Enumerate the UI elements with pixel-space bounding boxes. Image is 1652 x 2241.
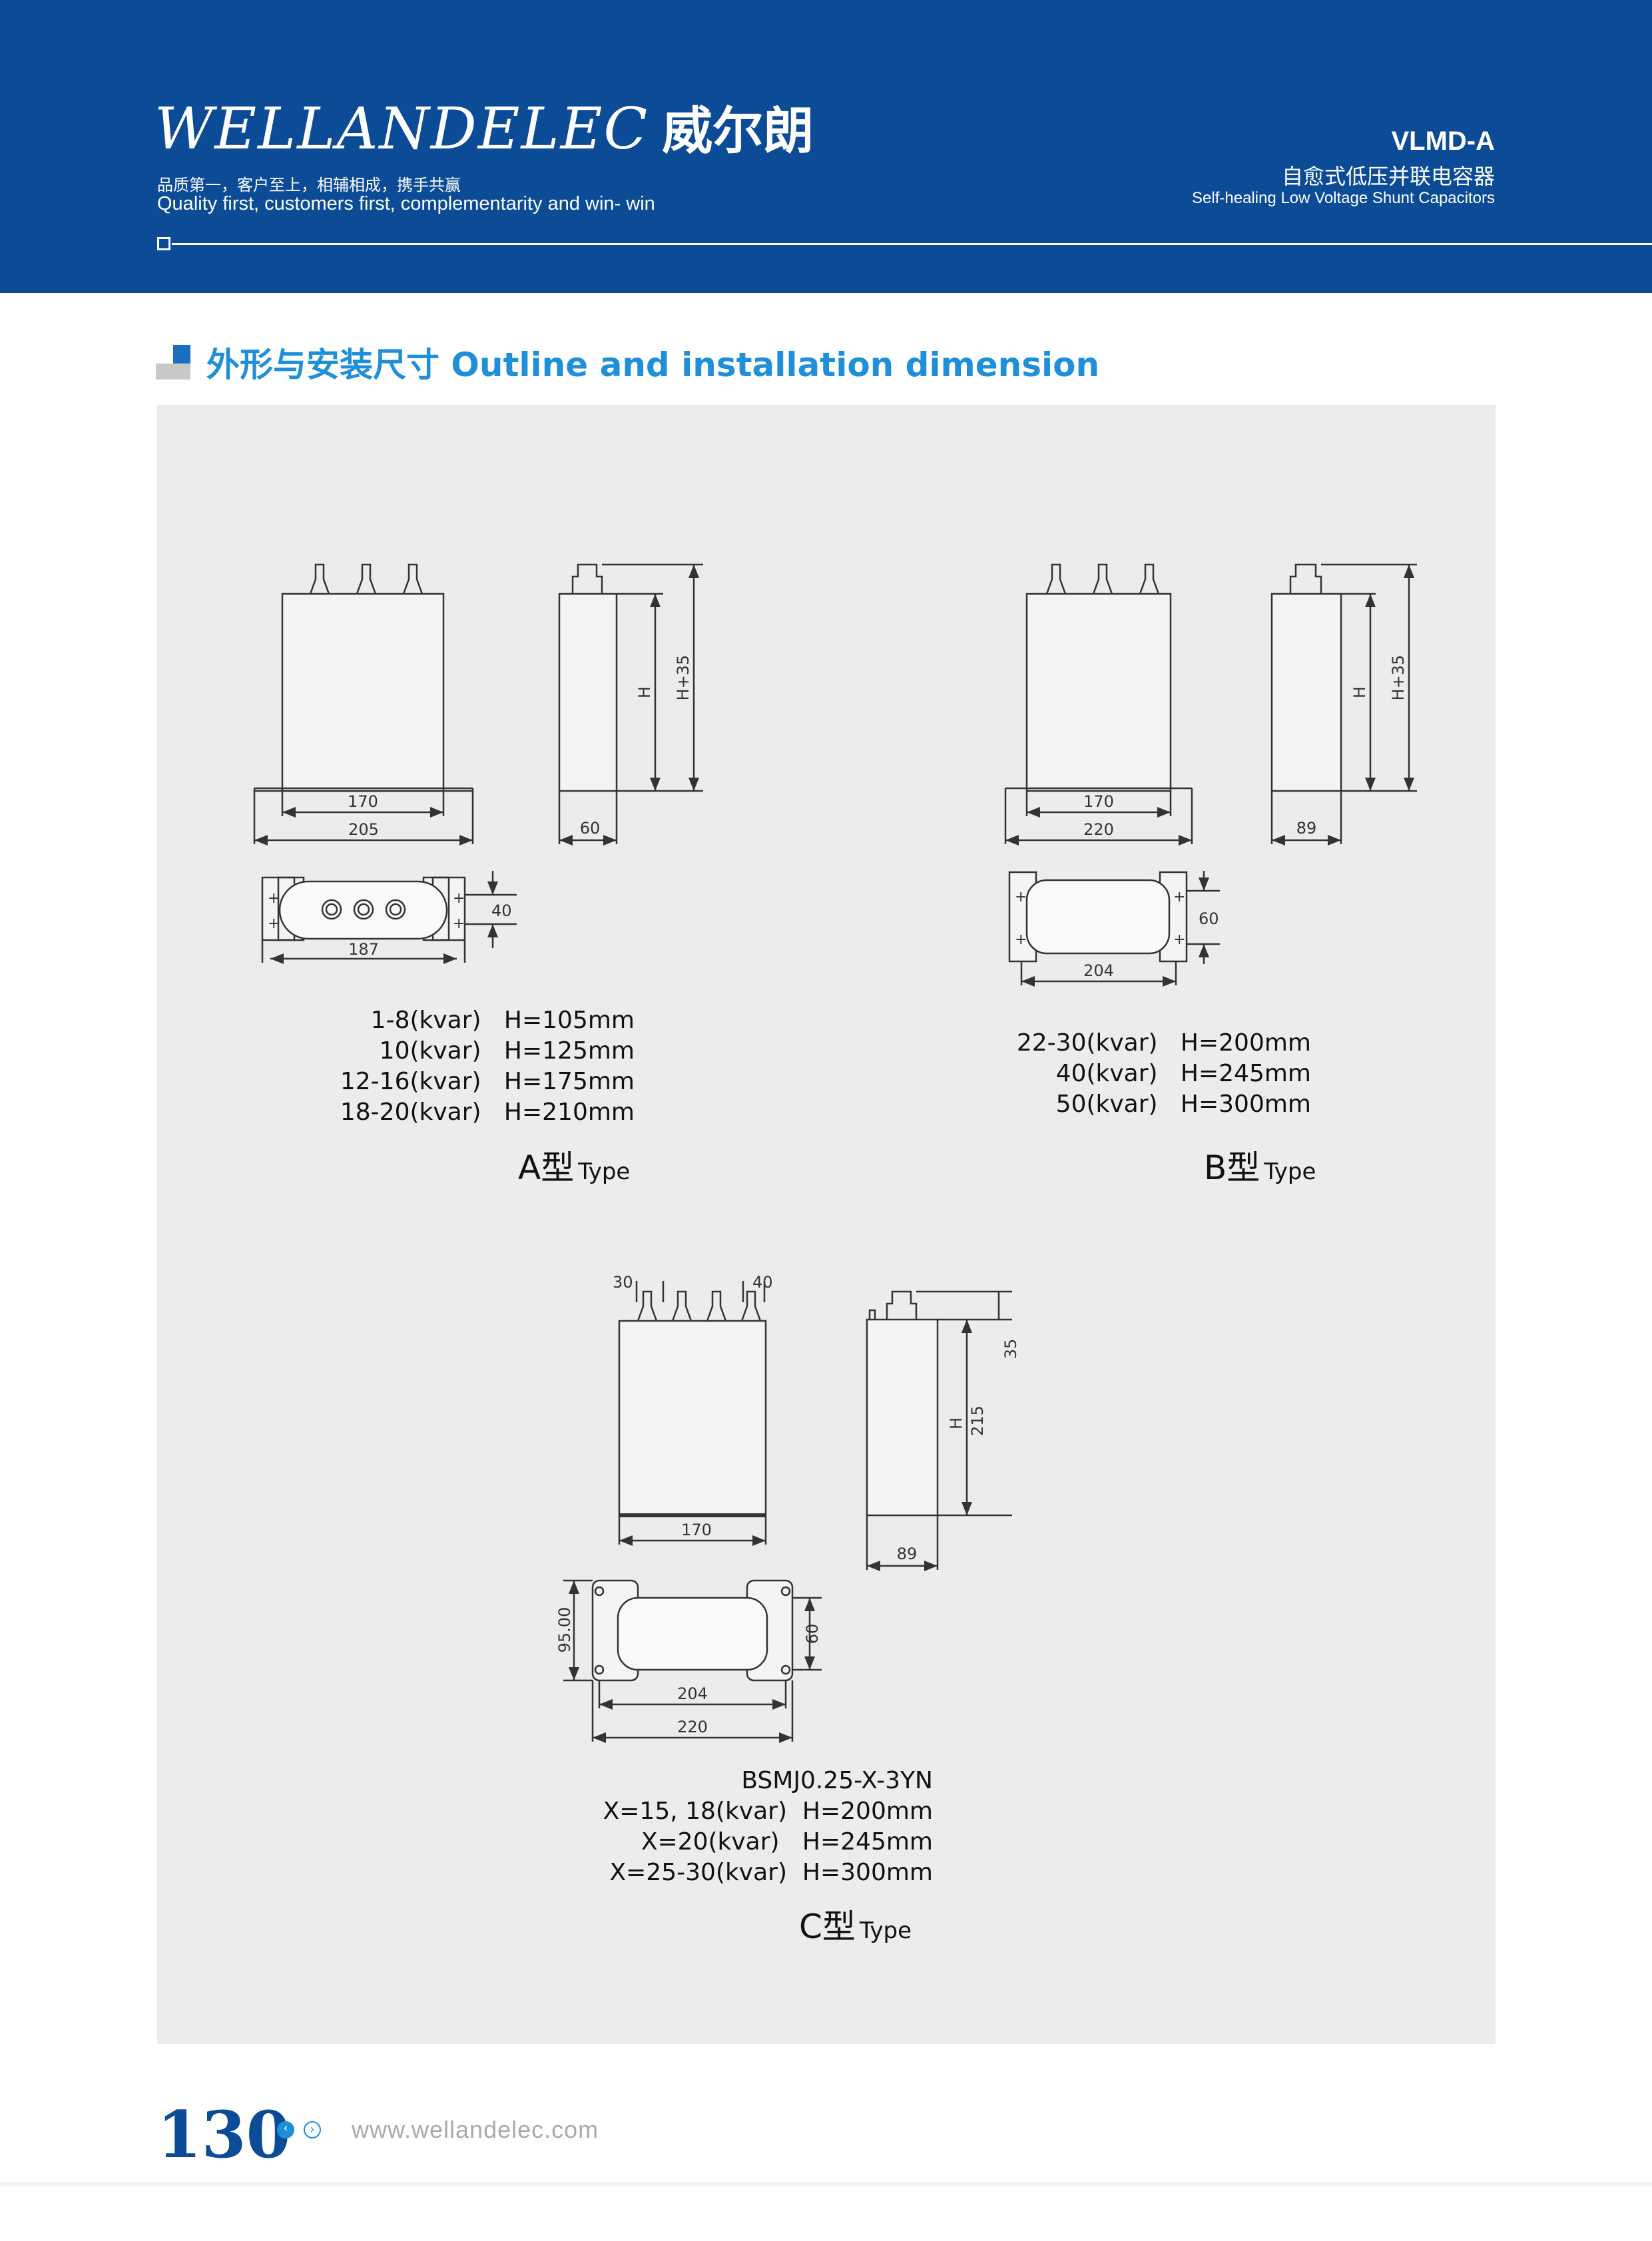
type-c-dim-30: 30 [613,1273,633,1292]
type-b-spec-line: 22-30(kvar) H=200mm [1016,1029,1311,1057]
svg-text:+: + [1173,931,1185,948]
header-rule [172,243,1652,245]
type-b-spec-line: 50(kvar) H=300mm [1055,1091,1311,1118]
type-b-specs: 22-30(kvar) H=200mm 40(kvar) H=245mm 50(kv… [1017,1028,1311,1120]
svg-text:+: + [453,915,465,932]
svg-text:+: + [1015,931,1027,948]
type-a-dim-h35: H+35 [674,655,692,701]
type-b-spec-line: 40(kvar) H=245mm [1055,1060,1311,1087]
page-number: 130 [157,2097,291,2172]
next-page-icon[interactable]: › [304,2121,321,2138]
prev-page-icon[interactable]: ‹ [277,2121,294,2138]
type-c-spec-line: X=15, 18(kvar) H=200mm [603,1798,933,1825]
type-a-dim-h: H [635,686,654,698]
website-link[interactable]: www.wellandelec.com [352,2116,599,2143]
type-a-dim-60: 60 [580,819,601,838]
type-a-label-en: Type [578,1158,631,1185]
type-a-specs: 1-8(kvar) H=105mm 10(kvar) H=125mm 12-16(k… [340,1005,635,1128]
type-c-spec-line: X=25-30(kvar) H=300mm [609,1859,933,1886]
svg-text:+: + [453,890,465,907]
type-c-label-cn: C型 [799,1907,856,1946]
type-c-dim-170: 170 [681,1521,712,1539]
type-a-dim-187: 187 [348,940,379,959]
type-c-dim-204: 204 [677,1684,708,1703]
type-c-label-en: Type [859,1917,912,1944]
section-square-icon [156,345,190,379]
type-c-spec-line: X=20(kvar) H=245mm [641,1828,933,1856]
footer-divider [0,2182,1652,2186]
svg-text:+: + [268,890,280,907]
slogan-cn: 品质第一，客户至上，相辅相成，携手共赢 [157,176,461,194]
type-c-dim-40: 40 [752,1273,773,1292]
type-c-dim-95: 95.00 [555,1607,574,1653]
type-b-drawing: 170 220 89 H H+35 + + + + 204 60 [1004,563,1417,987]
type-c-dim-220: 220 [677,1718,708,1736]
type-a-spec-line: 18-20(kvar) H=210mm [340,1099,635,1126]
type-c-dim-h: H [947,1417,965,1429]
type-a-spec-line: 12-16(kvar) H=175mm [340,1068,635,1095]
type-b-dim-60: 60 [1199,909,1219,928]
brand-name: WELLANDELEC [154,96,649,162]
type-c-dim-89: 89 [897,1545,918,1563]
svg-text:+: + [1015,889,1027,905]
product-name-cn: 自愈式低压并联电容器 [1281,164,1495,189]
type-c-dim-215: 215 [968,1405,987,1436]
type-b-dim-170: 170 [1083,792,1114,811]
type-b-label-en: Type [1264,1158,1316,1185]
type-c-dim-35: 35 [1001,1339,1020,1360]
type-a-label-cn: A型 [518,1148,575,1187]
type-b-dim-89: 89 [1296,819,1317,838]
type-b-dim-h35: H+35 [1389,655,1408,701]
slogan-en: Quality first, customers first, compleme… [157,193,655,214]
product-name-en: Self-healing Low Voltage Shunt Capacitor… [1192,189,1495,207]
type-a-spec-line: 10(kvar) H=125mm [379,1037,635,1065]
section-title: 外形与安装尺寸 Outline and installation dimensi… [206,346,1100,384]
svg-text:+: + [268,915,280,932]
type-c-spec-line: BSMJ0.25-X-3YN [741,1767,933,1794]
brand-name-cn: 威尔朗 [662,101,814,160]
type-b-dim-h: H [1350,686,1369,698]
header-rule-marker [157,237,170,250]
type-a-dim-170: 170 [348,792,378,811]
model-number: VLMD-A [1391,126,1495,156]
svg-text:+: + [1173,889,1185,905]
type-b-label-cn: B型 [1204,1148,1260,1187]
dimension-drawings: 170 205 60 H H+35 + + + + 187 [253,563,1417,1743]
type-a-drawing: 170 205 60 H H+35 + + + + 187 [253,563,703,964]
type-a-dim-40: 40 [491,901,512,920]
type-b-dim-204: 204 [1083,961,1114,980]
type-a-spec-line: 1-8(kvar) H=105mm [370,1007,635,1034]
type-b-dim-220: 220 [1083,820,1114,839]
type-c-dim-60: 60 [803,1624,822,1644]
type-c-drawing: 30 40 170 89 H 215 35 95.00 60 [555,1273,1020,1743]
type-a-dim-205: 205 [348,820,379,839]
